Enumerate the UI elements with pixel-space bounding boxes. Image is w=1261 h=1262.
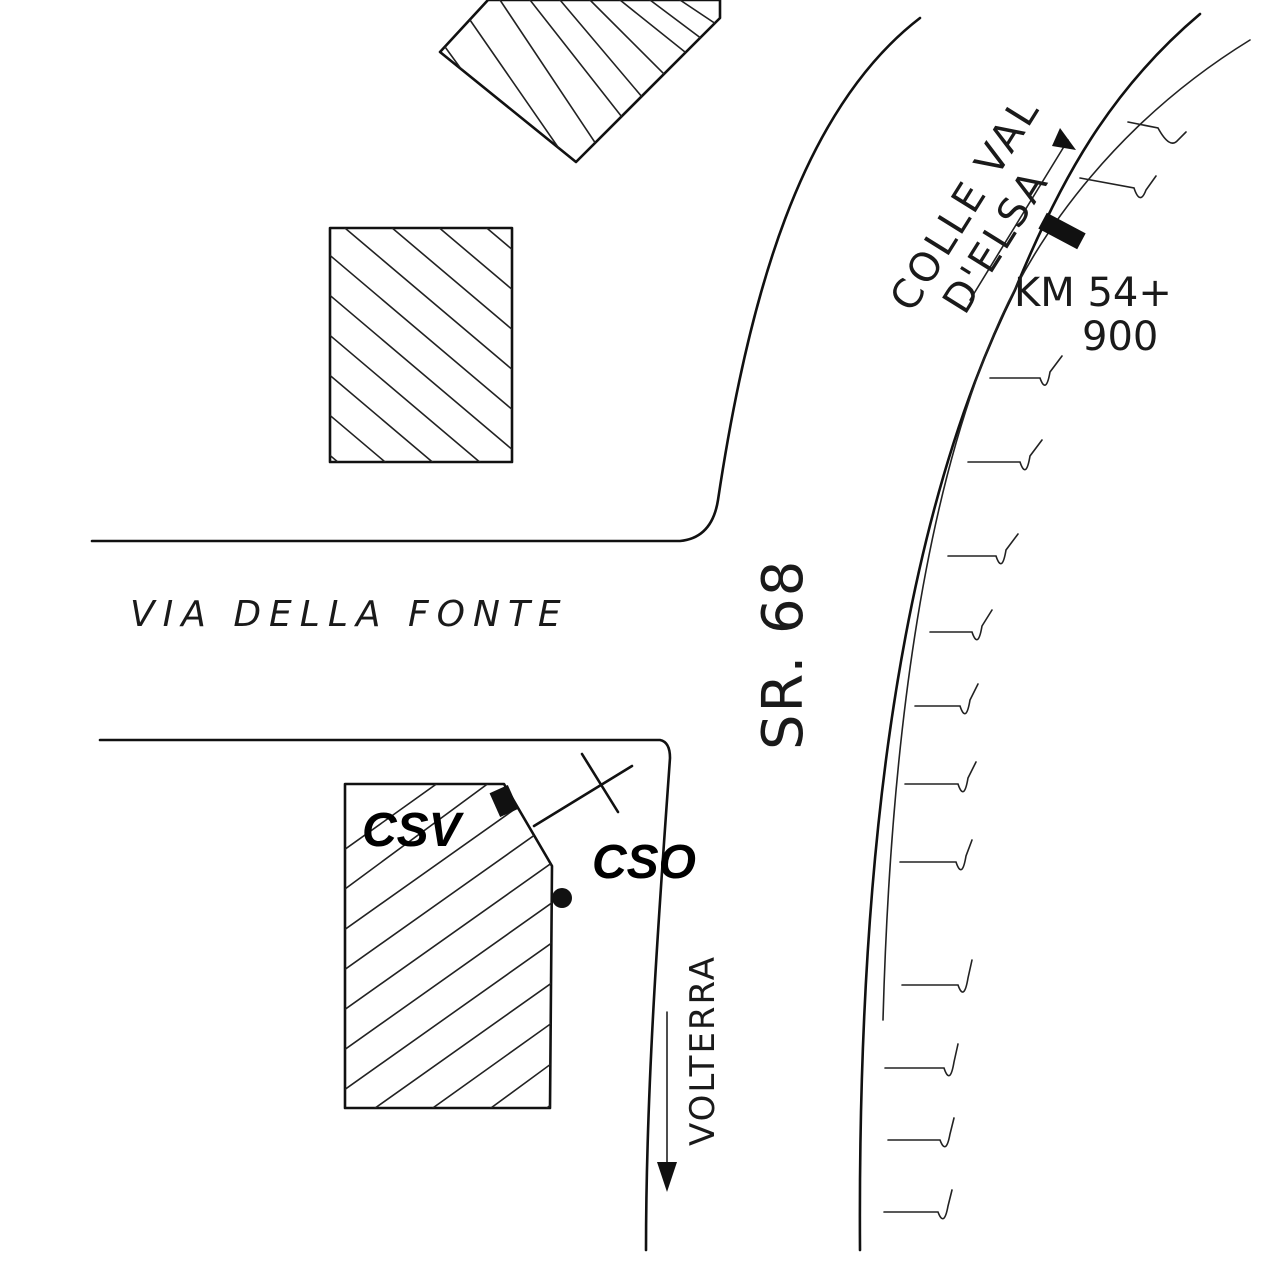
building-lower bbox=[343, 782, 554, 1110]
station-marker-csv bbox=[489, 785, 519, 817]
label-sr68: SR. 68 bbox=[751, 559, 816, 750]
arrow-north bbox=[969, 128, 1076, 301]
label-volterra: VOLTERRA bbox=[683, 955, 723, 1146]
road-edges bbox=[90, 12, 1251, 1252]
building-top bbox=[438, 0, 722, 164]
sensor-line bbox=[532, 752, 634, 828]
via-fonte-south-edge bbox=[98, 738, 672, 1252]
label-km: KM 54+ bbox=[1014, 270, 1172, 316]
building-middle bbox=[328, 226, 514, 464]
arrow-south bbox=[657, 1011, 677, 1192]
sr68-edge-outer bbox=[882, 39, 1251, 1021]
embankment-marks bbox=[883, 121, 1187, 1220]
label-csv: CSV bbox=[362, 804, 465, 857]
station-marker-cso bbox=[552, 888, 572, 908]
label-via-della-fonte: VIA DELLA FONTE bbox=[130, 594, 569, 635]
label-cso: CSO bbox=[592, 836, 696, 889]
via-fonte-north-edge bbox=[90, 16, 922, 543]
label-km-900: 900 bbox=[1082, 314, 1158, 360]
sr68-edge-inner bbox=[858, 12, 1202, 1252]
station-marker-km bbox=[1038, 212, 1086, 250]
